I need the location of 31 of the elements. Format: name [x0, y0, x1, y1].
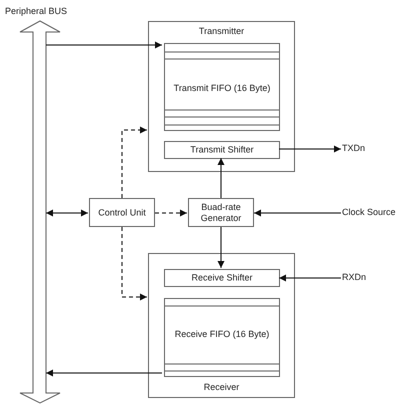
signal-label: RXDn: [342, 272, 366, 283]
block-title: Transmitter: [198, 26, 246, 37]
arrow: [46, 42, 162, 48]
fifo-box: [164, 43, 280, 131]
block-title: Receiver: [202, 382, 240, 393]
fifo-label: Receive FIFO (16 Byte): [174, 329, 270, 340]
block-label: Transmit Shifter: [189, 144, 255, 156]
arrow: [278, 274, 342, 282]
signal-label: Clock Source: [342, 207, 396, 218]
block-label: Control Unit: [97, 207, 147, 218]
arrow: [218, 158, 224, 198]
block-box: [188, 198, 254, 227]
arrow: [218, 226, 224, 268]
fifo-box: [164, 298, 280, 377]
block-box: [164, 141, 280, 159]
block-box: [164, 269, 280, 287]
fifo-label: Transmit FIFO (16 Byte): [172, 83, 272, 94]
bus-label: Peripheral BUS: [5, 6, 68, 17]
dashed-arrow: [122, 226, 148, 300]
arrow: [46, 210, 88, 216]
module-box: [148, 21, 295, 172]
arrow: [46, 370, 162, 376]
arrow: [254, 210, 342, 216]
dashed-arrow: [122, 126, 148, 198]
block-label: Buad-rate Generator: [200, 202, 242, 224]
arrow: [278, 146, 342, 152]
module-box: [148, 253, 295, 398]
signal-label: TXDn: [342, 143, 366, 154]
block-box: [89, 198, 155, 227]
dashed-arrow: [154, 210, 188, 216]
block-label: Receive Shifter: [190, 272, 254, 284]
